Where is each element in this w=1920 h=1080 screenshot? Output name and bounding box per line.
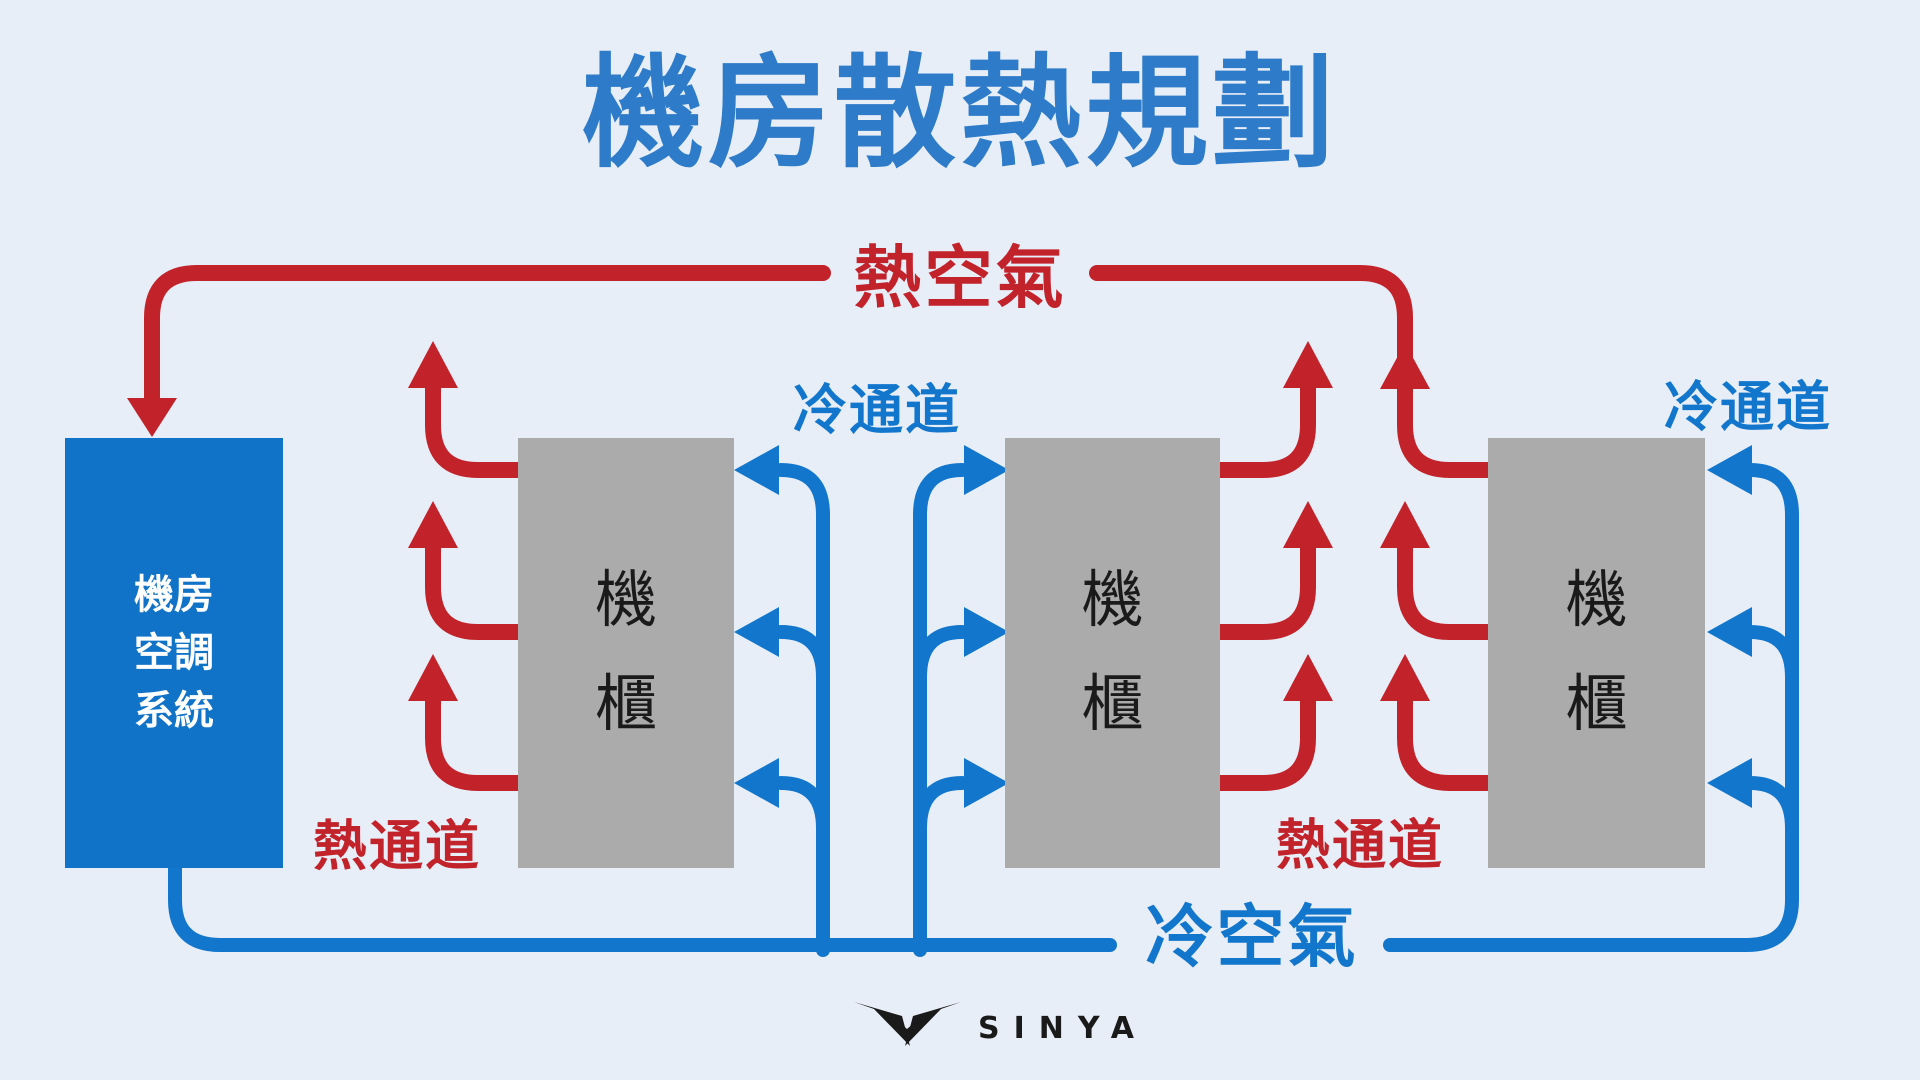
rack1-cold-branch-bot <box>774 776 830 835</box>
sinya-logo: SINYA <box>854 1002 1148 1046</box>
hot-arrowhead-icon <box>1380 501 1430 548</box>
ac-unit-box: 機房 空調 系統 <box>65 438 283 868</box>
cold-supply-line-right <box>1383 463 1799 952</box>
rack1-hot-arrow-mid <box>425 540 526 640</box>
rack2-hot-arrow-bot <box>1212 693 1316 791</box>
hot-arrowhead-icon <box>1283 654 1333 701</box>
hot-arrowhead-icon <box>408 654 458 701</box>
rack2-cold-branch-bot <box>913 776 969 835</box>
hot-arrowhead-return-icon <box>1380 343 1430 389</box>
rack-label-line: 機 <box>1081 566 1144 635</box>
cold-arrowhead-icon <box>734 758 779 808</box>
hot-air-lines <box>144 265 1496 791</box>
rack1-hot-arrow-bot <box>425 693 526 791</box>
rack2-cold-riser <box>913 463 969 957</box>
page-title: 機房散熱規劃 <box>582 45 1338 182</box>
rack-label-line: 機 <box>1565 566 1628 635</box>
ac-unit-label-line: 機房 <box>134 573 214 617</box>
hot-arrowhead-icon <box>1283 341 1333 388</box>
rack1-cold-branch-mid <box>774 625 830 684</box>
cold-arrowhead-icon <box>1707 758 1752 808</box>
rack2-cold-branch-mid <box>913 625 969 684</box>
rack-label-line: 櫃 <box>1081 670 1144 739</box>
sinya-wings-icon <box>854 1002 961 1046</box>
ac-unit-label-line: 空調 <box>134 631 214 675</box>
rack3-cold-branch-bot <box>1743 776 1799 835</box>
cold-aisle-label-2: 冷通道 <box>1664 377 1832 438</box>
ac-unit-label-line: 系統 <box>134 689 214 733</box>
cold-arrowhead-icon <box>964 445 1009 495</box>
rack3-cold-branch-mid <box>1743 625 1799 684</box>
hot-arrowhead-icon <box>408 341 458 388</box>
cold-arrowhead-icon <box>1707 607 1752 657</box>
hot-aisle-label-1: 熱通道 <box>313 816 481 877</box>
rack-label-line: 櫃 <box>1565 670 1628 739</box>
hot-air-arrowheads <box>127 341 1430 701</box>
rack1-hot-arrow-top <box>425 380 526 478</box>
rack-label-line: 機 <box>594 566 657 635</box>
hot-air-label: 熱空氣 <box>853 240 1067 317</box>
server-rack-box-1: 機 櫃 <box>518 438 734 868</box>
rack-label-line: 櫃 <box>594 670 657 739</box>
cold-arrowhead-icon <box>964 758 1009 808</box>
rack1-cold-riser <box>774 463 830 957</box>
rack3-hot-arrow-mid <box>1397 540 1496 640</box>
cold-arrowhead-icon <box>734 607 779 657</box>
hot-aisle-label-2: 熱通道 <box>1276 815 1444 876</box>
hot-arrowhead-icon <box>1283 501 1333 548</box>
hot-arrowhead-into-ac-icon <box>127 398 177 437</box>
cold-arrowhead-icon <box>1707 445 1752 495</box>
hot-return-line-left <box>144 265 831 406</box>
hot-arrowhead-icon <box>408 501 458 548</box>
cold-air-lines <box>168 463 1799 957</box>
rack3-hot-arrow-bot <box>1397 693 1496 791</box>
cold-aisle-label-1: 冷通道 <box>793 380 961 441</box>
cold-supply-line-left <box>168 861 1117 952</box>
hot-arrowhead-icon <box>1380 654 1430 701</box>
cold-air-label: 冷空氣 <box>1145 899 1359 976</box>
rack2-hot-arrow-top <box>1212 380 1316 478</box>
server-rack-box-2: 機 櫃 <box>1005 438 1220 868</box>
rack2-hot-arrow-mid <box>1212 540 1316 640</box>
server-rack-box-3: 機 櫃 <box>1488 438 1705 868</box>
cold-air-arrowheads <box>734 445 1752 808</box>
cold-arrowhead-icon <box>964 607 1009 657</box>
cold-arrowhead-icon <box>734 445 779 495</box>
sinya-brand-text: SINYA <box>978 1011 1148 1046</box>
